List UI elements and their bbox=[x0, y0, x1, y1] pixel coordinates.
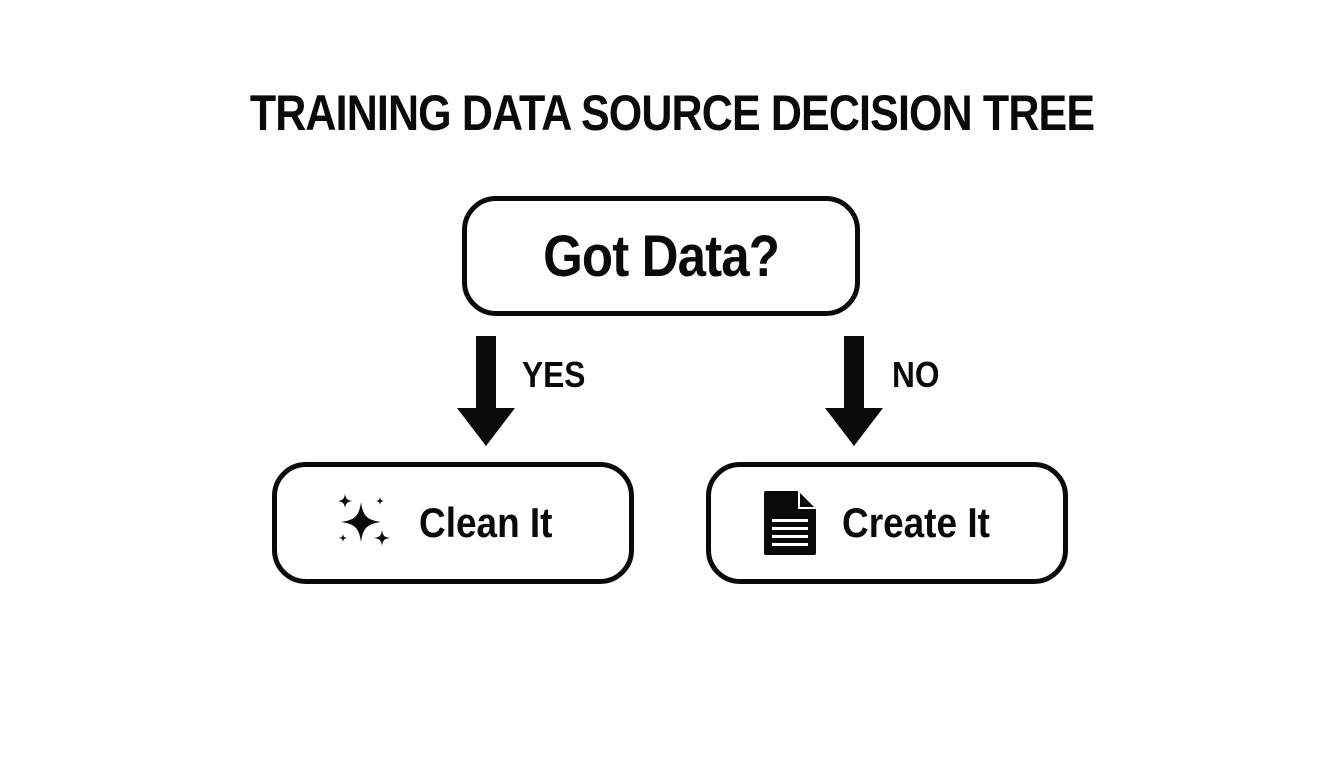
document-icon bbox=[763, 491, 816, 555]
sparkles-icon bbox=[335, 494, 393, 552]
outcome-node-clean-it: Clean It bbox=[272, 462, 634, 584]
outcome-label: Create It bbox=[841, 499, 990, 546]
branch-label-no: NO bbox=[892, 354, 940, 395]
outcome-node-create-it: Create It bbox=[706, 462, 1068, 584]
outcome-label: Clean It bbox=[419, 499, 553, 546]
branch-label-yes: YES bbox=[522, 354, 586, 395]
down-arrow-no-icon bbox=[825, 336, 883, 453]
down-arrow-yes-icon bbox=[457, 336, 515, 453]
diagram-title: TRAINING DATA SOURCE DECISION TREE bbox=[249, 85, 1095, 141]
decision-node-got-data: Got Data? bbox=[462, 196, 860, 316]
decision-node-label: Got Data? bbox=[543, 223, 780, 289]
